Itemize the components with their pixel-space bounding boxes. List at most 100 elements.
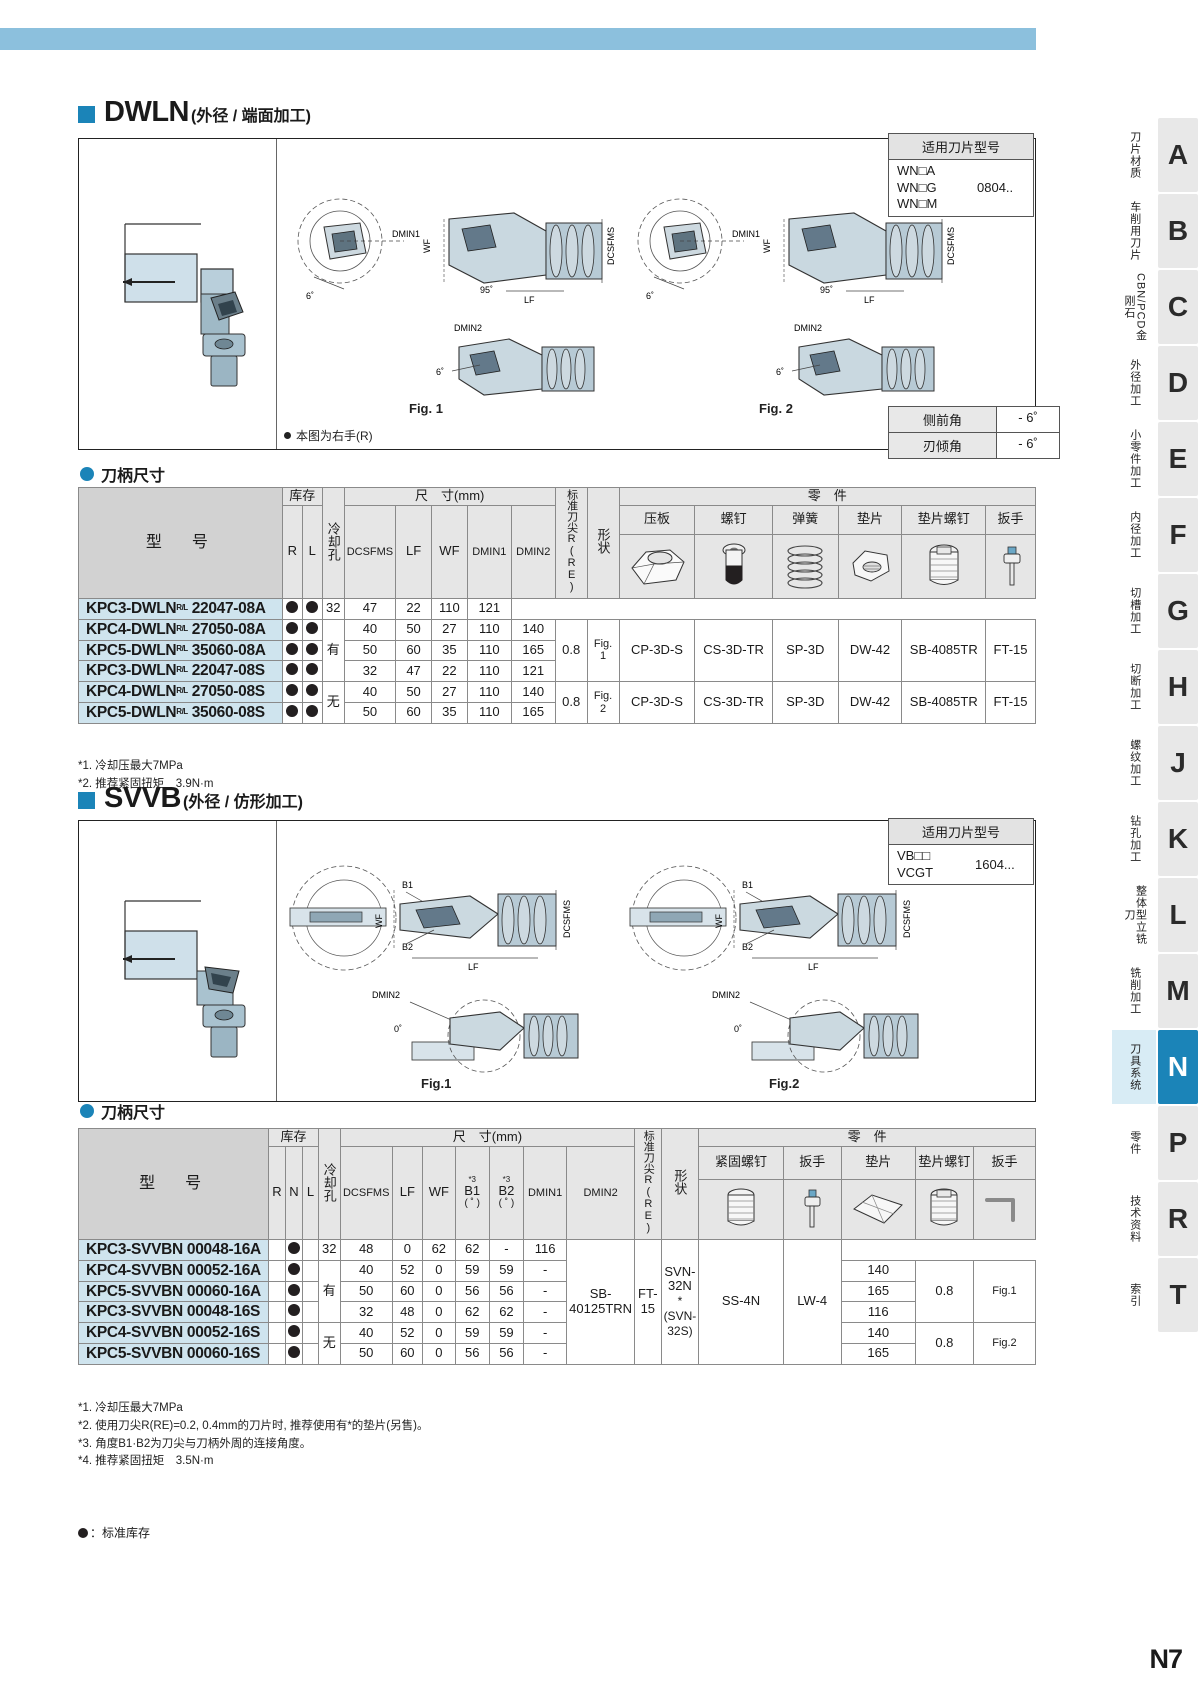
footnote-3-svvb: *3. 角度B1·B2为刀尖与刀柄外周的连接角度。 — [78, 1437, 312, 1450]
figure-divider-2 — [276, 821, 277, 1101]
cell-b2: 62 — [488, 1301, 525, 1324]
circle-bullet-icon — [80, 467, 94, 481]
cell-coolant: 有 — [321, 618, 345, 683]
insert-code-2-svvb: VCGT — [897, 864, 934, 880]
model-suffix: 27050-08A — [191, 620, 266, 638]
subheading-holder-dims-2: 刀柄尺寸 — [80, 1099, 165, 1123]
cell-b2: 56 — [488, 1280, 525, 1303]
legend-standard-stock: ：标准库存 — [78, 1524, 150, 1541]
cell-stock-r — [268, 1280, 286, 1303]
cell-spring: SP-3D — [771, 681, 839, 724]
th-dmin1-2: DMIN1 — [523, 1145, 568, 1240]
th-shim-screw-icon-cell — [901, 533, 987, 599]
fig1-drawing-svvb: B1 B2 DCSFMS WF LF DMIN2 0˚ — [289, 865, 579, 1073]
th-clamp-icon-cell — [618, 533, 696, 599]
cell-coolant: 无 — [317, 1322, 341, 1365]
cell-model: KPC4-SVVBN 00052-16S — [77, 1322, 270, 1344]
subheading-text-2: 刀柄尺寸 — [101, 1105, 166, 1122]
cell-clamp: CP-3D-S — [618, 618, 696, 683]
th-b1-2: *3 B1 ( ˚ ) — [454, 1145, 490, 1240]
cell-stock-l — [301, 639, 323, 662]
footnote-4-svvb: *4. 推荐紧固扭矩 3.5N·m — [78, 1455, 214, 1468]
rail-item-label: 小零件加工 — [1128, 429, 1141, 489]
cell-model: KPC5-SVVBN 00060-16S — [77, 1343, 270, 1365]
cell-spring: SP-3D — [771, 618, 839, 683]
cell-model: KPC3-SVVBN 00048-16S — [77, 1301, 270, 1324]
svg-text:DMIN2: DMIN2 — [454, 323, 482, 333]
th-dmin1: DMIN1 — [466, 504, 512, 599]
cell-model: KPC4-DWLNR/L 27050-08S — [78, 681, 283, 703]
cell-screw: CS-3D-TR — [694, 681, 773, 724]
th-b2-2: *3 B2 ( ˚ ) — [488, 1145, 525, 1240]
svg-text:WF: WF — [714, 914, 724, 928]
cell-wrench1: FT-15 — [634, 1238, 662, 1365]
th-spring: 弹簧 — [771, 504, 839, 535]
holder-schematic-svvb — [123, 900, 246, 1058]
model-suffix: 35060-08S — [191, 704, 265, 721]
cell-b1: 62 — [454, 1301, 490, 1324]
cell-stock-r — [268, 1322, 286, 1344]
rail-item-label: 刀片材质 — [1128, 131, 1141, 179]
cell-wf: 27 — [430, 681, 468, 703]
fig2-caption-svvb: Fig.2 — [769, 1076, 800, 1091]
model-rl-marker: R/L — [176, 686, 188, 696]
rail-item-label: 切槽加工 — [1128, 587, 1141, 635]
bullet-icon — [284, 432, 291, 439]
cell-stock-r — [268, 1343, 286, 1365]
footnote-2: *2. 推荐紧固扭矩 3.9N·m — [78, 777, 214, 790]
circle-bullet-icon-2 — [80, 1104, 94, 1118]
fig1-caption: Fig. 1 — [409, 401, 443, 416]
th-model-2: 型 号 — [77, 1128, 270, 1240]
svg-text:DMIN2: DMIN2 — [794, 323, 822, 333]
cell-dcsfms: 50 — [343, 639, 397, 662]
rail-item-label: 钻孔加工 — [1128, 815, 1141, 863]
clamp-plate-icon — [631, 549, 685, 585]
cell-stock-r — [268, 1238, 286, 1261]
rail-item-letter: A — [1158, 118, 1198, 192]
clamp-screw-icon — [727, 1188, 755, 1226]
stock-dot-icon — [287, 1262, 300, 1275]
model-rl-marker: R/L — [176, 623, 188, 633]
th-clamp-screw: 紧固螺钉 — [698, 1145, 784, 1180]
rail-item-letter: N — [1158, 1030, 1198, 1104]
rail-item-a[interactable]: 刀片材质 A — [1112, 118, 1200, 192]
svg-text:B1: B1 — [402, 880, 413, 890]
model-suffix: 22047-08A — [191, 599, 266, 617]
fig2-drawing-dwln: DMIN1 6˚ DCSFMS WF 95˚ LF DMIN2 6˚ — [637, 198, 956, 396]
cell-stock-l — [301, 681, 323, 703]
svg-text:WF: WF — [762, 239, 772, 253]
cell-dcsfms: 50 — [343, 702, 397, 724]
rail-item-e[interactable]: 小零件加工 E — [1112, 422, 1200, 496]
model-suffix: 35060-08A — [191, 641, 266, 659]
rail-item-letter: E — [1158, 422, 1198, 496]
b2-note: *3 — [502, 1175, 511, 1185]
model-prefix: KPC4-DWLN — [86, 620, 177, 638]
th-stock-l: L — [301, 504, 323, 599]
cell-stock-n — [284, 1301, 304, 1324]
stock-dot-icon — [306, 684, 319, 697]
subheading-holder-dims-1: 刀柄尺寸 — [80, 462, 165, 486]
stock-dot-icon — [306, 663, 319, 676]
th-dmin2: DMIN2 — [510, 504, 556, 599]
cell-stock-l — [301, 702, 323, 724]
cell-dmin2: 140 — [510, 681, 556, 703]
stock-dot-icon — [286, 663, 299, 676]
svg-text:DMIN1: DMIN1 — [732, 229, 760, 239]
th-clamp-screw-icon-cell — [698, 1178, 784, 1240]
